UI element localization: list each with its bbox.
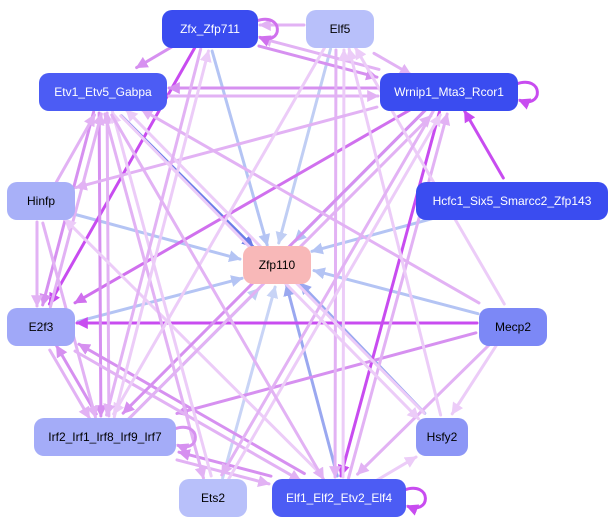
edge-etv1-to-irf2: [94, 111, 107, 418]
node-hcfc1[interactable]: Hcfc1_Six5_Smarcc2_Zfp143: [416, 182, 608, 220]
node-label-irf2: Irf2_Irf1_Irf8_Irf9_Irf7: [48, 430, 162, 444]
node-box-ets2: [179, 479, 247, 517]
edge-hcfc1-to-wrnip1: [463, 109, 505, 180]
edge-irf2-to-zfx: [112, 49, 212, 419]
edge-zfx-to-etv1: [135, 45, 174, 70]
edge-wrnip1-to-elf1: [337, 110, 441, 478]
edge-elf5-to-zfp110: [275, 47, 333, 245]
node-box-mecp2: [479, 308, 547, 346]
edge-elf5-to-elf1: [329, 48, 342, 479]
self-loop-elf1: [403, 486, 427, 516]
node-wrnip1[interactable]: Wrnip1_Mta3_Rcor1: [380, 73, 518, 111]
edge-etv1-to-elf1: [110, 113, 325, 481]
edge-elf1-to-hinfp: [63, 217, 323, 476]
edge-hinfp-to-zfp110: [74, 213, 242, 263]
edge-hcfc1-to-zfp110: [310, 216, 436, 255]
node-irf2[interactable]: Irf2_Irf1_Irf8_Irf9_Irf7: [34, 418, 176, 456]
edge-mecp2-to-elf1: [356, 343, 491, 476]
edge-zfx-to-irf2: [103, 47, 203, 417]
node-box-wrnip1: [380, 73, 518, 111]
node-label-e2f3: E2f3: [29, 320, 54, 334]
edge-elf5-to-irf2: [112, 46, 326, 416]
edge-mecp2-to-hsfy2: [450, 344, 498, 416]
edge-wrnip1-to-e2f3: [73, 108, 413, 305]
edge-mecp2-to-etv1: [140, 108, 481, 305]
edge-wrnip1-to-ets2: [220, 109, 435, 477]
node-zfx[interactable]: Zfx_Zfp711: [162, 10, 258, 48]
node-label-wrnip1: Wrnip1_Mta3_Rcor1: [394, 85, 504, 99]
node-ets2[interactable]: Ets2: [179, 479, 247, 517]
self-loop-irf2: [173, 425, 197, 455]
node-label-elf1: Elf1_Elf2_Etv2_Elf4: [286, 491, 392, 505]
edge-wrnip1-to-hinfp: [74, 105, 379, 191]
node-label-elf5: Elf5: [330, 22, 351, 36]
node-box-e2f3: [7, 308, 75, 346]
node-label-hcfc1: Hcfc1_Six5_Smarcc2_Zfp143: [433, 194, 592, 208]
edge-ets2-to-zfp110: [221, 285, 279, 480]
node-box-hsfy2: [416, 418, 468, 456]
node-box-irf2: [34, 418, 176, 456]
edge-e2f3-to-etv1: [48, 112, 105, 309]
node-box-elf1: [272, 479, 406, 517]
node-elf5[interactable]: Elf5: [306, 10, 374, 48]
edge-elf1-to-zfp110: [283, 283, 339, 478]
node-box-hinfp: [7, 182, 75, 220]
edge-hsfy2-to-elf5: [345, 47, 443, 417]
node-box-etv1: [39, 73, 167, 111]
node-e2f3[interactable]: E2f3: [7, 308, 75, 346]
node-zfp110[interactable]: Zfp110: [243, 246, 311, 284]
edge-e2f3-to-irf2: [48, 348, 91, 420]
edge-e2f3-to-zfp110: [76, 275, 244, 323]
node-mecp2[interactable]: Mecp2: [479, 308, 547, 346]
edge-irf2-to-e2f3: [55, 344, 98, 416]
edge-etv1-to-ets2: [103, 112, 207, 480]
edge-elf5-to-wrnip1: [372, 51, 413, 76]
node-box-hcfc1: [416, 182, 608, 220]
edge-ets2-to-etv1: [109, 110, 213, 478]
edges-layer: [31, 17, 539, 516]
edge-mecp2-to-irf2: [175, 331, 478, 417]
edge-elf1-to-hsfy2: [374, 455, 418, 482]
node-hinfp[interactable]: Hinfp: [7, 182, 75, 220]
edge-irf2-to-etv1: [101, 111, 114, 418]
node-box-zfx: [162, 10, 258, 48]
edge-hinfp-to-etv1: [54, 113, 97, 184]
self-loop-zfx: [255, 17, 279, 47]
node-etv1[interactable]: Etv1_Etv5_Gabpa: [39, 73, 167, 111]
node-label-hinfp: Hinfp: [27, 194, 55, 208]
node-box-elf5: [306, 10, 374, 48]
node-label-ets2: Ets2: [201, 491, 225, 505]
edge-zfx-to-zfp110: [210, 49, 271, 247]
node-label-mecp2: Mecp2: [495, 320, 531, 334]
node-box-zfp110: [243, 246, 311, 284]
node-label-etv1: Etv1_Etv5_Gabpa: [54, 85, 152, 99]
self-loop-wrnip1: [515, 80, 539, 110]
node-label-zfp110: Zfp110: [259, 258, 296, 272]
node-label-hsfy2: Hsfy2: [427, 430, 458, 444]
node-hsfy2[interactable]: Hsfy2: [416, 418, 468, 456]
edge-mecp2-to-zfp110: [312, 267, 480, 316]
node-label-zfx: Zfx_Zfp711: [180, 22, 240, 36]
node-elf1[interactable]: Elf1_Elf2_Etv2_Elf4: [272, 479, 406, 517]
edge-ets2-to-wrnip1: [227, 113, 442, 481]
